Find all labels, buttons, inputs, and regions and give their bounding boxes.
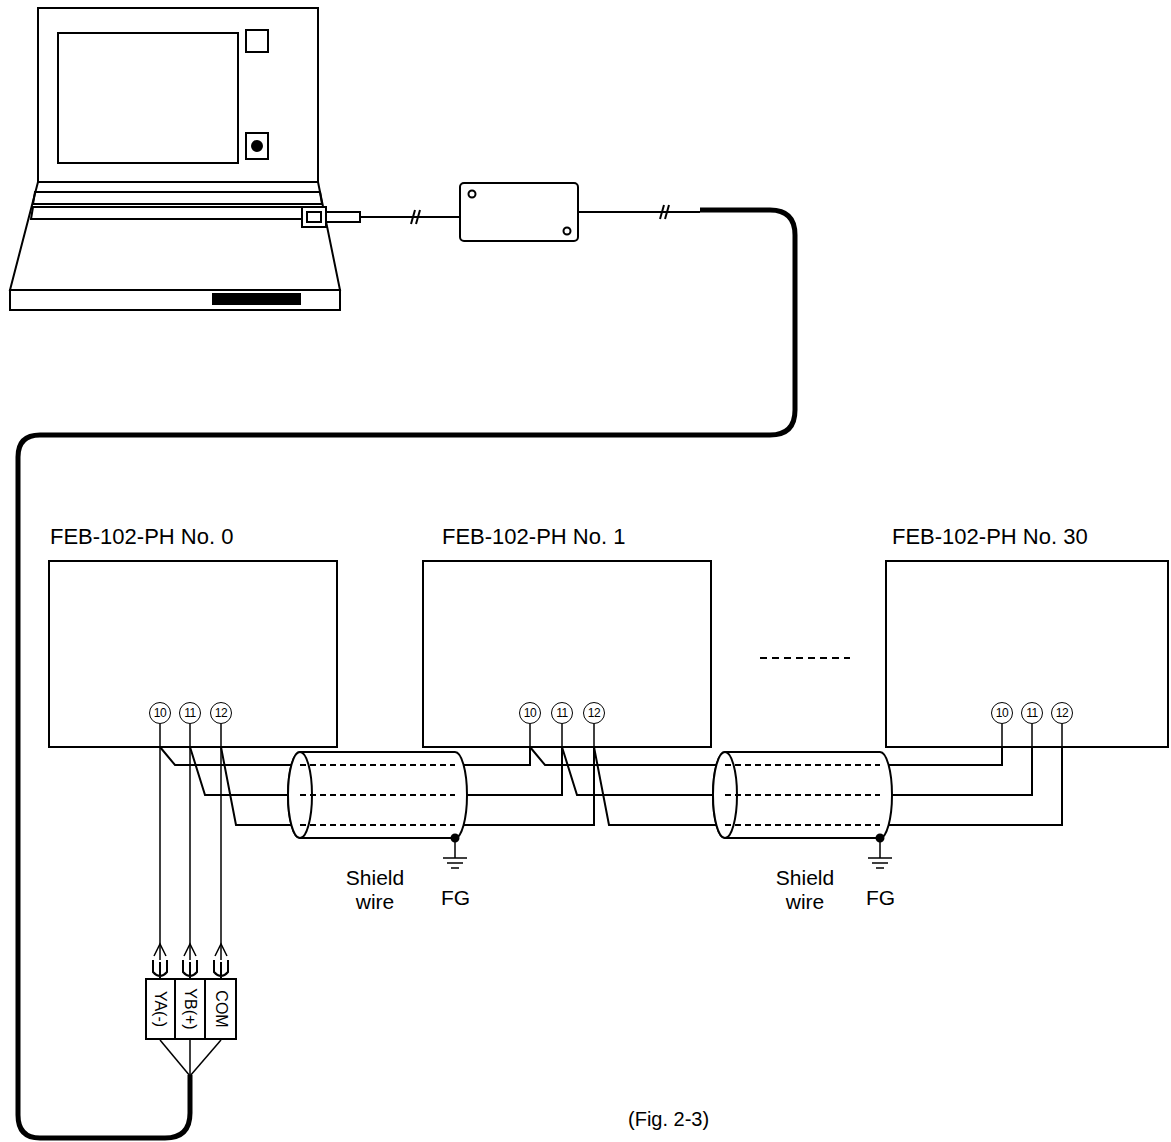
keyboard-row [33,192,322,204]
laptop-button [246,133,268,159]
usb-plug [302,207,326,227]
terminal-number: 12 [1051,702,1073,724]
laptop-button [246,30,268,52]
device-label: FEB-102-PH No. 0 [50,524,233,550]
device-box: FEB-102-PH No. 1101112 [422,560,712,748]
terminal-number: 10 [991,702,1013,724]
converter-box [460,183,578,241]
screw [469,191,476,198]
terminal-stub [561,724,563,747]
shield-body [288,752,467,838]
lug-leads [154,748,227,960]
cable-break [416,210,420,224]
device-box: FEB-102-PH No. 30101112 [885,560,1169,748]
terminal-stub [220,724,222,747]
keyboard-row [31,207,325,219]
insert-arrow [154,944,227,956]
fork-lug [214,960,228,978]
usb-converter [302,183,700,241]
terminal-number: 10 [149,702,171,724]
shield-body [713,752,892,838]
cable-break [411,210,415,224]
usb-plug-tip [307,212,321,222]
fork-lug [183,960,197,978]
terminal-tag: YA(-) [145,978,176,1040]
terminal-stub [529,724,531,747]
ground-symbol [868,838,892,868]
shielded-wires [300,765,455,825]
fork-lug [153,960,167,978]
wire-label: FG [441,886,470,910]
terminal-stub [593,724,595,747]
lead-wire [220,748,222,960]
wire-label: Shield wire [765,866,845,914]
terminal-stubs [160,724,1062,747]
terminal-tag: COM [204,978,237,1040]
terminal-number: 11 [551,702,573,724]
fanout-wire [190,1040,221,1076]
converter-cable [578,211,700,213]
terminal-stub [159,724,161,747]
terminal-stub [1001,724,1003,747]
laptop-lid [38,8,318,182]
shield [713,752,892,868]
lead-wire [189,748,191,960]
signal-name: COM [212,990,230,1027]
lead-wire [159,748,161,960]
laptop-screen [58,33,238,163]
terminal-stub [1031,724,1033,747]
laptop-slot [213,294,300,304]
cable-fanout [160,1040,221,1076]
terminal-tag: YB(+) [174,978,206,1040]
fanout-wire [160,1040,190,1076]
signal-name: YA(-) [152,991,170,1027]
usb-plug-body [326,212,360,222]
laptop [10,8,340,310]
wire-label: FG [866,886,895,910]
cable-break [665,205,669,219]
signal-name: YB(+) [181,988,199,1029]
ground-symbol [443,838,467,868]
screw [564,228,571,235]
rs485-cable [18,210,795,1138]
terminal-number: 12 [583,702,605,724]
terminal-number: 11 [1021,702,1043,724]
laptop-base [10,182,340,290]
fanout-wire [189,1040,191,1076]
figure-caption: (Fig. 2-3) [628,1108,709,1131]
shielded-wires [725,765,880,825]
terminal-number: 10 [519,702,541,724]
terminal-stub [1061,724,1063,747]
device-box: FEB-102-PH No. 0101112 [48,560,338,748]
laptop-front [10,290,340,310]
usb-cable [360,216,460,218]
fork-lugs [153,960,228,978]
device-label: FEB-102-PH No. 30 [892,524,1088,550]
shield [288,752,467,868]
terminal-number: 11 [179,702,201,724]
wire-label: Shield wire [335,866,415,914]
terminal-stub [189,724,191,747]
device-label: FEB-102-PH No. 1 [442,524,625,550]
terminal-number: 12 [210,702,232,724]
continuation-dashes [760,657,850,659]
cable-break [660,205,664,219]
laptop-dot [252,141,262,151]
